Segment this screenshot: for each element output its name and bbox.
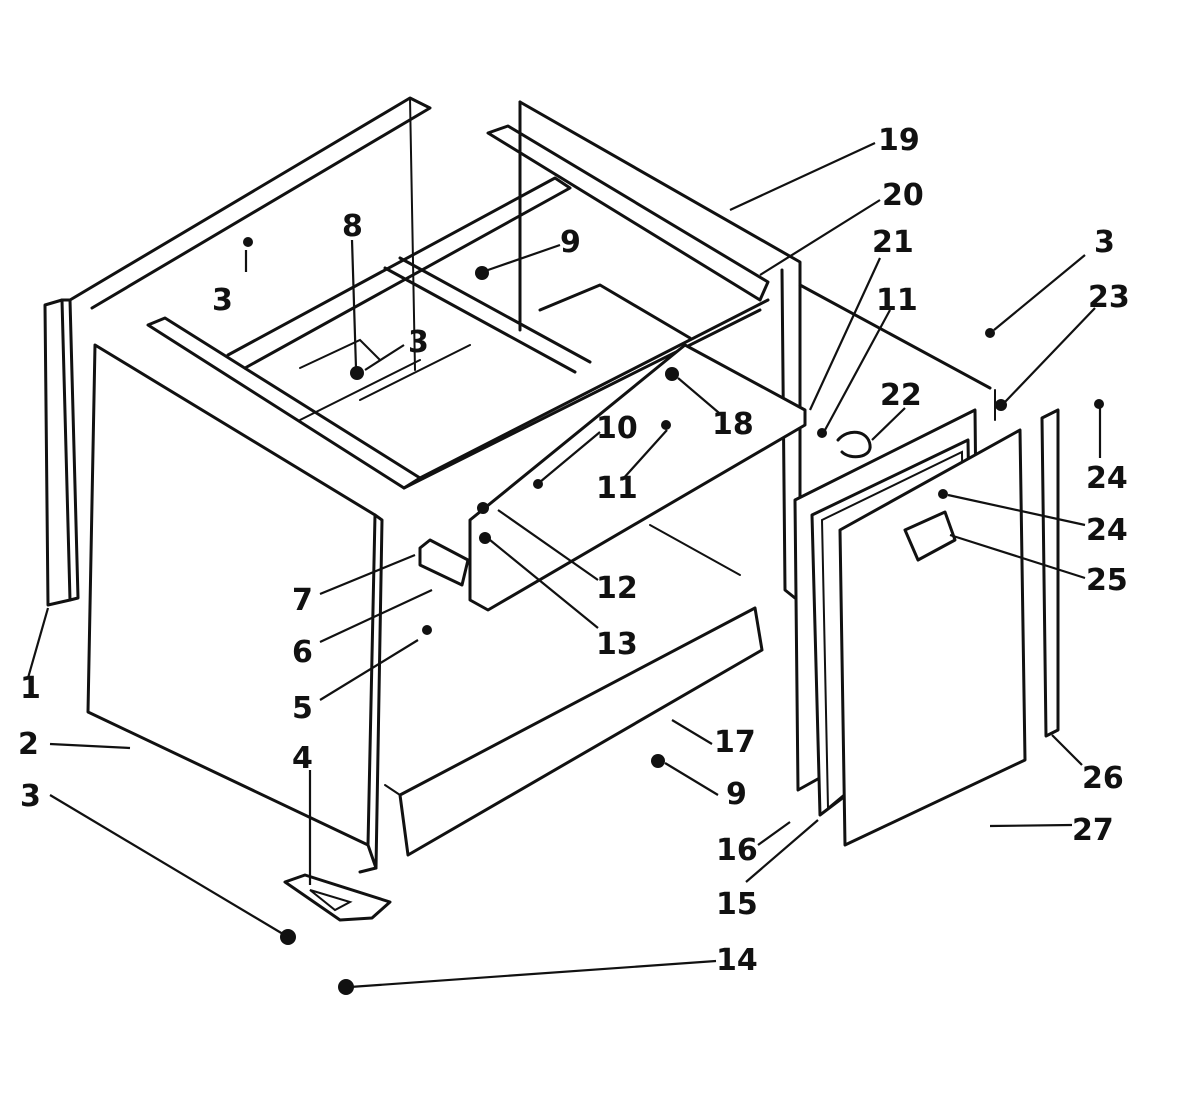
callout-25: 25	[1086, 563, 1128, 598]
callout-12: 12	[596, 571, 638, 606]
callout-27: 27	[1072, 813, 1114, 848]
callout-26: 26	[1082, 761, 1124, 796]
callout-7: 7	[292, 583, 313, 618]
callout-24: 24	[1086, 513, 1128, 548]
screw-marker	[477, 502, 489, 514]
callout-13: 13	[596, 627, 638, 662]
screw-marker	[817, 428, 827, 438]
callout-5: 5	[292, 691, 313, 726]
callout-3: 3	[1094, 225, 1115, 260]
screw-marker	[661, 420, 671, 430]
callout-9: 9	[560, 225, 581, 260]
callout-22: 22	[880, 378, 922, 413]
callout-1: 1	[20, 671, 41, 706]
screw-marker	[479, 532, 491, 544]
screw-marker	[938, 489, 948, 499]
screw-marker	[350, 366, 364, 380]
callout-3: 3	[408, 325, 429, 360]
side-panel	[86, 343, 377, 847]
callout-9: 9	[726, 777, 747, 812]
door-latch	[903, 510, 957, 562]
callout-3: 3	[20, 779, 41, 814]
callout-10: 10	[596, 411, 638, 446]
control-shelf	[468, 343, 807, 612]
screw-marker	[422, 625, 432, 635]
screw-marker	[338, 979, 354, 995]
callout-16: 16	[716, 833, 758, 868]
screw-marker	[651, 754, 665, 768]
screw-marker	[1094, 399, 1104, 409]
callout-11: 11	[596, 471, 638, 506]
callout-3: 3	[212, 283, 233, 318]
callout-15: 15	[716, 887, 758, 922]
screw-marker	[475, 266, 489, 280]
screw-marker	[243, 237, 253, 247]
callout-19: 19	[878, 123, 920, 158]
callout-17: 17	[714, 725, 756, 760]
kick-panel	[398, 606, 764, 857]
callout-20: 20	[882, 178, 924, 213]
callout-4: 4	[292, 741, 313, 776]
left-rear-post	[43, 298, 72, 607]
callout-23: 23	[1088, 280, 1130, 315]
callout-24: 24	[1086, 461, 1128, 496]
door-assembly	[793, 408, 1060, 847]
callout-18: 18	[712, 407, 754, 442]
callout-labels: 1 2 3 3 3 3 4 5 6 7 8 9 9 10 11 11 12 13…	[18, 123, 1130, 978]
callout-21: 21	[872, 225, 914, 260]
top-rear-rail	[486, 124, 770, 302]
leader-lines	[26, 142, 1102, 989]
callout-11: 11	[876, 283, 918, 318]
door-handle	[1040, 408, 1060, 738]
callout-14: 14	[716, 943, 758, 978]
callout-8: 8	[342, 209, 363, 244]
door-panel	[838, 428, 1027, 847]
screw-marker	[985, 328, 995, 338]
fasteners	[243, 237, 1104, 995]
screw-marker	[995, 399, 1007, 411]
bracket	[418, 538, 470, 587]
screw-marker	[665, 367, 679, 381]
callout-6: 6	[292, 635, 313, 670]
callout-2: 2	[18, 727, 39, 762]
